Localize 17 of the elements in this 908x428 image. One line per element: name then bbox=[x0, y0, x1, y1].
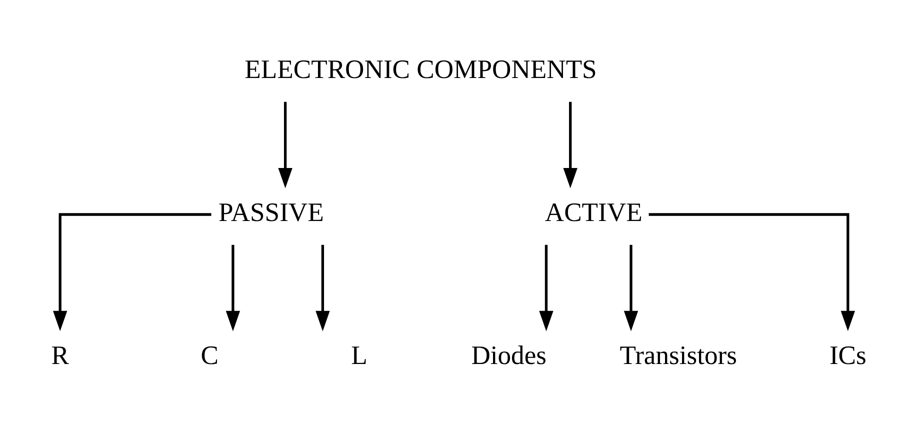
arrow bbox=[52, 212, 212, 331]
arrow bbox=[539, 244, 554, 331]
node-text: ACTIVE bbox=[544, 196, 642, 226]
arrow bbox=[624, 244, 638, 331]
node-text: ICs bbox=[829, 339, 866, 370]
arrow bbox=[278, 101, 292, 188]
node-text: R bbox=[51, 339, 69, 370]
arrow bbox=[226, 244, 240, 331]
node-text: PASSIVE bbox=[218, 196, 324, 226]
arrow bbox=[563, 101, 578, 188]
node-text: L bbox=[351, 339, 368, 370]
node-text: Transistors bbox=[620, 339, 737, 370]
node-text: C bbox=[200, 339, 219, 370]
node-text: Diodes bbox=[471, 339, 546, 370]
arrow bbox=[648, 212, 856, 331]
arrow bbox=[316, 244, 330, 331]
node-text: ELECTRONIC COMPONENTS bbox=[244, 53, 597, 84]
